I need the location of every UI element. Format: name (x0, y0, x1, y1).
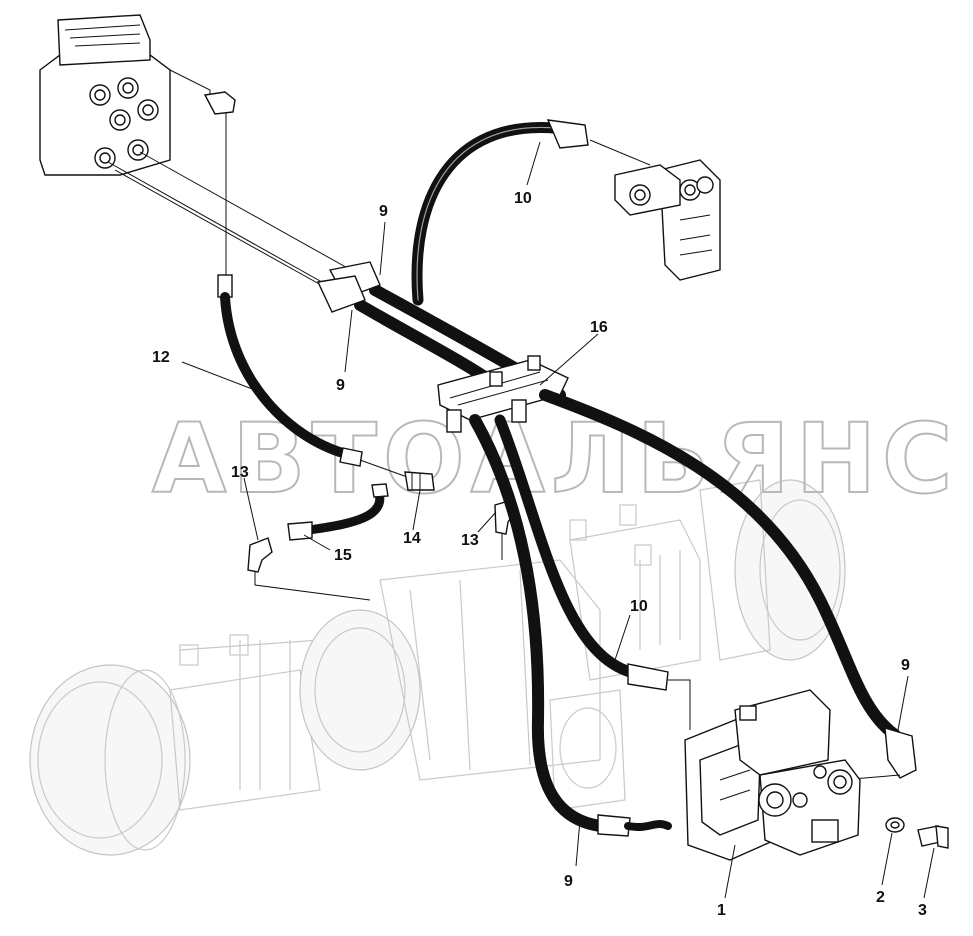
hose-10-upper (411, 119, 589, 306)
rigid-pipe-3 (139, 151, 361, 276)
control-valve-block (39, 14, 236, 176)
bolt-3 (917, 825, 949, 849)
callout-9-upper: 9 (379, 203, 388, 220)
callout-13-left: 13 (231, 464, 249, 481)
rigid-pipe-2 (114, 169, 331, 291)
steering-valve-bracket (589, 139, 721, 281)
hose-9-lower-left (469, 414, 672, 837)
elbow-fitting-13-left (247, 537, 371, 601)
callout-13-right: 13 (461, 532, 479, 549)
callout-14: 14 (403, 530, 421, 547)
callout-9-bottom: 9 (564, 873, 573, 890)
watermark-text: АВТОАЛЬЯНС (152, 403, 958, 515)
hose-12 (217, 274, 411, 479)
callout-16: 16 (590, 319, 608, 336)
leader-lines (181, 141, 935, 899)
washer-2 (885, 817, 905, 833)
callout-labels: 1 2 3 9 9 9 9 10 10 12 13 13 14 15 16 (152, 190, 927, 919)
callout-9-middle: 9 (336, 377, 345, 394)
callout-1: 1 (717, 902, 726, 919)
callout-10-lower: 10 (630, 598, 648, 615)
callout-2: 2 (876, 889, 885, 906)
callout-15: 15 (334, 547, 352, 564)
callout-3: 3 (918, 902, 927, 919)
hydraulic-pump (684, 689, 861, 861)
hose-10-lower (494, 414, 691, 730)
callout-12: 12 (152, 349, 170, 366)
callout-9-right: 9 (901, 657, 910, 674)
callout-10-upper: 10 (514, 190, 532, 207)
fitting-14-hose-15 (287, 471, 435, 541)
